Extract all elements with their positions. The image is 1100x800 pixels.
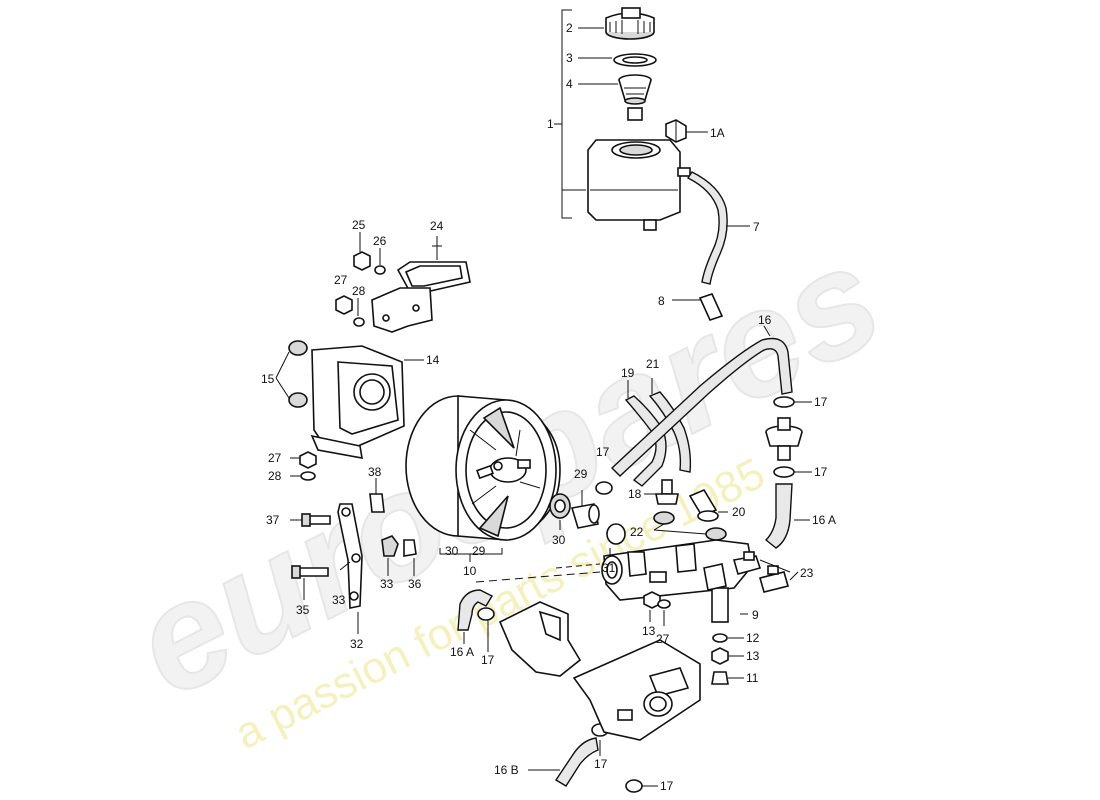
callout-35: 35 bbox=[296, 603, 310, 617]
callout-18: 18 bbox=[628, 487, 642, 501]
bolt-11 bbox=[711, 671, 729, 685]
callout-16a-left: 16 A bbox=[450, 645, 474, 659]
callout-4: 4 bbox=[566, 77, 573, 91]
callout-26: 26 bbox=[373, 234, 387, 248]
callout-14: 14 bbox=[426, 353, 440, 367]
fitting-20 bbox=[688, 488, 728, 522]
pressure-switches-23 bbox=[732, 551, 799, 593]
callout-19: 19 bbox=[621, 366, 635, 380]
callout-17d: 17 bbox=[481, 653, 495, 667]
callout-27c: 27 bbox=[656, 632, 670, 646]
hose-16 bbox=[610, 337, 793, 477]
callout-2: 2 bbox=[566, 21, 573, 35]
washer-12 bbox=[712, 633, 728, 643]
callout-13b: 13 bbox=[746, 649, 760, 663]
callout-16b: 16 B bbox=[494, 763, 519, 777]
booster-bracket-24 bbox=[335, 232, 471, 333]
hose-19 bbox=[624, 395, 667, 487]
callout-16: 16 bbox=[758, 313, 772, 327]
callout-11: 11 bbox=[746, 671, 759, 685]
callout-27b: 27 bbox=[268, 451, 282, 465]
callout-12: 12 bbox=[746, 631, 760, 645]
callout-1a: 1A bbox=[710, 126, 725, 140]
vacuum-bracket bbox=[498, 601, 701, 741]
callout-24: 24 bbox=[430, 219, 444, 233]
callout-32: 32 bbox=[350, 637, 364, 651]
callout-21: 21 bbox=[646, 357, 660, 371]
callout-17c: 17 bbox=[596, 445, 610, 459]
callout-17a: 17 bbox=[814, 395, 828, 409]
nut-27 bbox=[299, 451, 317, 469]
callout-25: 25 bbox=[352, 218, 366, 232]
t-piece bbox=[765, 417, 803, 461]
booster-bracket-14 bbox=[275, 340, 424, 459]
callout-30b: 30 bbox=[445, 544, 459, 558]
callout-30a: 30 bbox=[552, 533, 566, 547]
callout-33a: 33 bbox=[380, 577, 394, 591]
callout-27a: 27 bbox=[334, 273, 348, 287]
fitting-18 bbox=[644, 479, 679, 505]
hose-16a-left bbox=[457, 589, 493, 631]
callout-labels: 1 2 3 4 1A 7 8 24 25 26 27 28 14 15 16 1… bbox=[261, 21, 836, 793]
nut-13b bbox=[711, 647, 729, 665]
callout-17e: 17 bbox=[594, 757, 608, 771]
washer-27 bbox=[657, 599, 671, 609]
callout-8: 8 bbox=[658, 294, 665, 308]
callout-17b: 17 bbox=[814, 465, 828, 479]
brake-booster bbox=[405, 395, 561, 541]
check-valve-29 bbox=[570, 490, 600, 529]
callout-7: 7 bbox=[753, 220, 760, 234]
pushrod-linkage bbox=[290, 478, 417, 634]
reservoir-assembly bbox=[554, 7, 750, 321]
callout-37: 37 bbox=[266, 513, 280, 527]
hose-16a-right bbox=[764, 483, 793, 549]
callout-10: 10 bbox=[463, 564, 477, 578]
callout-23: 23 bbox=[800, 566, 814, 580]
hose-16b bbox=[555, 737, 599, 787]
callout-16a-right: 16 A bbox=[812, 513, 836, 527]
callout-22: 22 bbox=[630, 525, 644, 539]
callout-20: 20 bbox=[732, 505, 746, 519]
hose-clip-1a bbox=[665, 119, 687, 143]
strainer bbox=[618, 74, 652, 121]
callout-28a: 28 bbox=[352, 284, 366, 298]
reservoir-body bbox=[587, 139, 691, 231]
callout-3: 3 bbox=[566, 51, 573, 65]
seal-31 bbox=[606, 523, 626, 545]
callout-9: 9 bbox=[752, 608, 759, 622]
callout-33b: 33 bbox=[332, 593, 346, 607]
callout-17f: 17 bbox=[660, 779, 674, 793]
callout-38: 38 bbox=[368, 465, 382, 479]
grommet-30 bbox=[549, 493, 571, 530]
cap-gasket bbox=[613, 53, 657, 67]
callout-28b: 28 bbox=[268, 469, 282, 483]
master-cylinder bbox=[475, 539, 753, 623]
callout-29a: 29 bbox=[574, 467, 588, 481]
washer-28 bbox=[300, 471, 316, 481]
callout-1: 1 bbox=[547, 117, 554, 131]
callout-29b: 29 bbox=[472, 544, 486, 558]
callout-36: 36 bbox=[408, 577, 422, 591]
callout-13a: 13 bbox=[642, 624, 656, 638]
callout-15: 15 bbox=[261, 372, 275, 386]
reservoir-cap bbox=[605, 7, 655, 40]
callout-31: 31 bbox=[602, 561, 616, 575]
